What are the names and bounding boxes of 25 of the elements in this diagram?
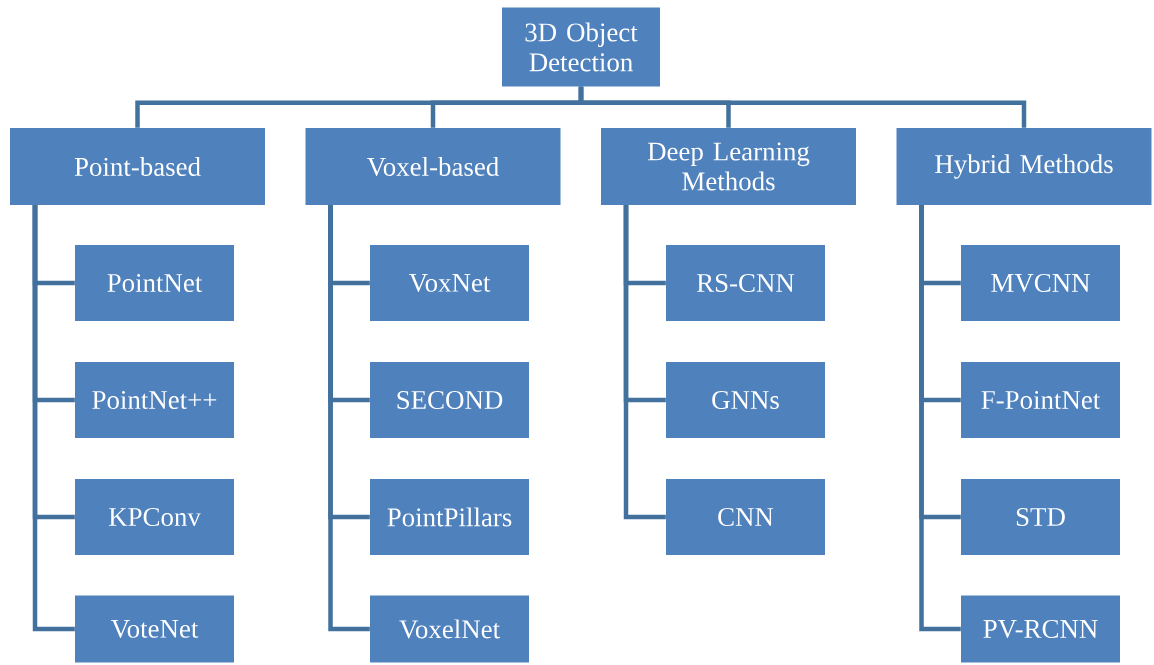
method-box: PV-RCNN	[961, 595, 1120, 663]
method-box: F-PointNet	[961, 362, 1120, 438]
connector-line	[919, 205, 961, 632]
method-box: VoxNet	[370, 245, 529, 321]
method-box: PointPillars	[370, 479, 529, 555]
method-box: STD	[961, 479, 1120, 555]
method-box: GNNs	[666, 362, 825, 438]
method-box: CNN	[666, 479, 825, 555]
method-box: MVCNN	[961, 245, 1120, 321]
method-box: PointNet	[75, 245, 234, 321]
connector-line	[328, 205, 370, 632]
category-box: Point-based	[10, 128, 265, 205]
connector-line	[578, 86, 1027, 128]
method-box: RS-CNN	[666, 245, 825, 321]
method-box: PointNet++	[75, 362, 234, 438]
connector-line	[32, 205, 75, 632]
method-box: VoteNet	[75, 595, 234, 663]
category-box: Hybrid Methods	[896, 128, 1152, 205]
connector-line	[623, 205, 666, 520]
method-box: VoxelNet	[370, 595, 529, 663]
category-box: Deep Learning Methods	[601, 128, 856, 205]
method-box: SECOND	[370, 362, 529, 438]
root-box: 3D Object Detection	[502, 7, 660, 87]
category-box: Voxel-based	[305, 128, 561, 205]
method-box: KPConv	[75, 479, 234, 555]
